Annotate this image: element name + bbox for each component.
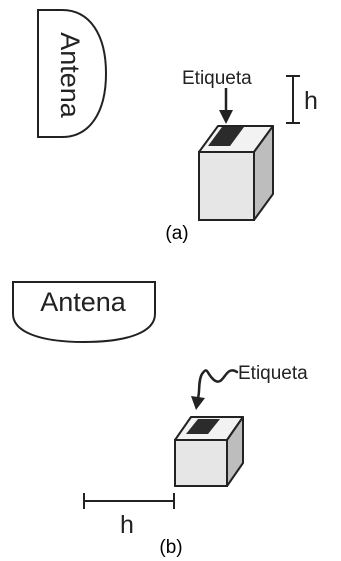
box-b-front [174, 439, 228, 487]
antenna-a-label: Antena [55, 32, 85, 119]
caption-a: (a) [165, 223, 188, 244]
height-a-label: h [304, 87, 318, 115]
tag-a [208, 127, 244, 146]
box-a [198, 125, 274, 221]
box-a-front [198, 151, 255, 221]
panel-a: Antena Etiqueta h (a) [37, 9, 318, 244]
tag-b-arrow-head [191, 396, 205, 410]
antenna-b-label: Antena [40, 287, 127, 317]
tag-a-arrow-head [219, 110, 233, 124]
panel-b: Antena Etiqueta h (b) [12, 281, 308, 558]
caption-b: (b) [159, 537, 182, 558]
box-b [174, 416, 244, 487]
distance-b-label: h [120, 511, 134, 539]
tag-b [186, 419, 220, 434]
tag-b-label: Etiqueta [238, 363, 308, 384]
antenna-a [37, 9, 108, 138]
tag-b-curly-arrow [196, 369, 239, 400]
tag-a-label: Etiqueta [182, 68, 252, 89]
antenna-b [12, 281, 156, 344]
